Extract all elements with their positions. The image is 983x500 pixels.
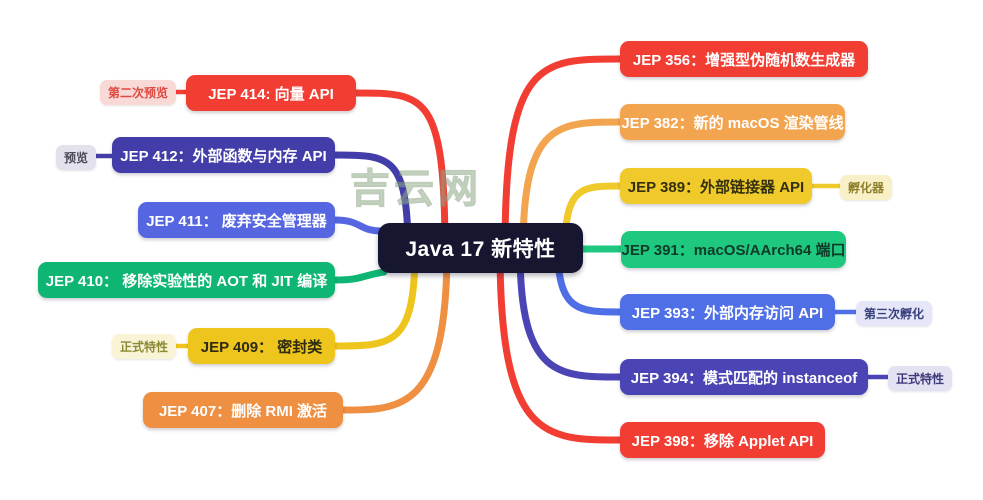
tag-jep-409[interactable]: 正式特性 (112, 334, 177, 359)
node-jep-398[interactable]: JEP 398：移除 Applet API (620, 422, 825, 458)
node-jep-410[interactable]: JEP 410： 移除实验性的 AOT 和 JIT 编译 (38, 262, 335, 298)
node-jep-393[interactable]: JEP 393：外部内存访问 API (620, 294, 835, 330)
node-label: JEP 412：外部函数与内存 API (120, 147, 327, 165)
tag-jep-412[interactable]: 预览 (56, 145, 97, 170)
node-jep-412[interactable]: JEP 412：外部函数与内存 API (112, 137, 335, 173)
node-label: JEP 407：删除 RMI 激活 (158, 402, 328, 420)
node-jep-356[interactable]: JEP 356：增强型伪随机数生成器 (620, 41, 868, 77)
node-label: JEP 382：新的 macOS 渲染管线 (621, 114, 844, 132)
node-jep-394[interactable]: JEP 394：模式匹配的 instanceof (620, 359, 868, 395)
tag-label: 正式特性 (120, 340, 169, 354)
node-jep-411[interactable]: JEP 411： 废弃安全管理器 (138, 202, 335, 238)
node-jep-391[interactable]: JEP 391：macOS/AArch64 端口 (621, 231, 846, 268)
node-label: JEP 394：模式匹配的 instanceof (630, 369, 858, 387)
branch-jep-409 (331, 246, 419, 350)
branch-jep-407 (339, 246, 451, 414)
node-label: JEP 414: 向量 API (208, 85, 334, 103)
watermark: 吉云网 (350, 167, 482, 212)
branch-jep-394 (516, 246, 624, 381)
tag-label: 孵化器 (848, 181, 885, 195)
tag-jep-393[interactable]: 第三次孵化 (856, 301, 933, 326)
node-label: JEP 356：增强型伪随机数生成器 (632, 51, 856, 69)
node-jep-407[interactable]: JEP 407：删除 RMI 激活 (143, 392, 343, 428)
tag-label: 正式特性 (896, 372, 945, 386)
branch-jep-398 (496, 246, 624, 444)
node-label: JEP 389：外部链接器 API (627, 178, 805, 196)
branch-jep-356 (501, 55, 624, 254)
node-label: JEP 409： 密封类 (200, 338, 323, 356)
branch-jep-410 (331, 268, 388, 284)
branch-jep-412 (331, 151, 412, 256)
tag-label: 第二次预览 (108, 86, 169, 100)
central-topic-java17[interactable]: Java 17 新特性 (378, 223, 583, 273)
branch-jep-414 (352, 89, 449, 256)
node-label: JEP 398：移除 Applet API (631, 432, 814, 450)
tag-label: 预览 (64, 151, 89, 165)
central-topic-label: Java 17 新特性 (405, 238, 556, 261)
node-jep-414[interactable]: JEP 414: 向量 API (186, 75, 356, 111)
node-label: JEP 393：外部内存访问 API (631, 304, 824, 322)
node-jep-389[interactable]: JEP 389：外部链接器 API (620, 168, 812, 204)
node-label: JEP 411： 废弃安全管理器 (146, 212, 327, 230)
node-label: JEP 410： 移除实验性的 AOT 和 JIT 编译 (45, 272, 328, 290)
node-jep-409[interactable]: JEP 409： 密封类 (188, 328, 335, 364)
node-label: JEP 391：macOS/AArch64 端口 (621, 242, 846, 259)
tag-jep-389[interactable]: 孵化器 (840, 175, 893, 200)
tag-jep-414[interactable]: 第二次预览 (100, 80, 177, 105)
node-jep-382[interactable]: JEP 382：新的 macOS 渲染管线 (620, 104, 845, 140)
tag-jep-394[interactable]: 正式特性 (888, 366, 953, 391)
branch-jep-382 (519, 118, 624, 254)
branch-jep-411 (331, 216, 386, 235)
tag-label: 第三次孵化 (864, 307, 925, 321)
